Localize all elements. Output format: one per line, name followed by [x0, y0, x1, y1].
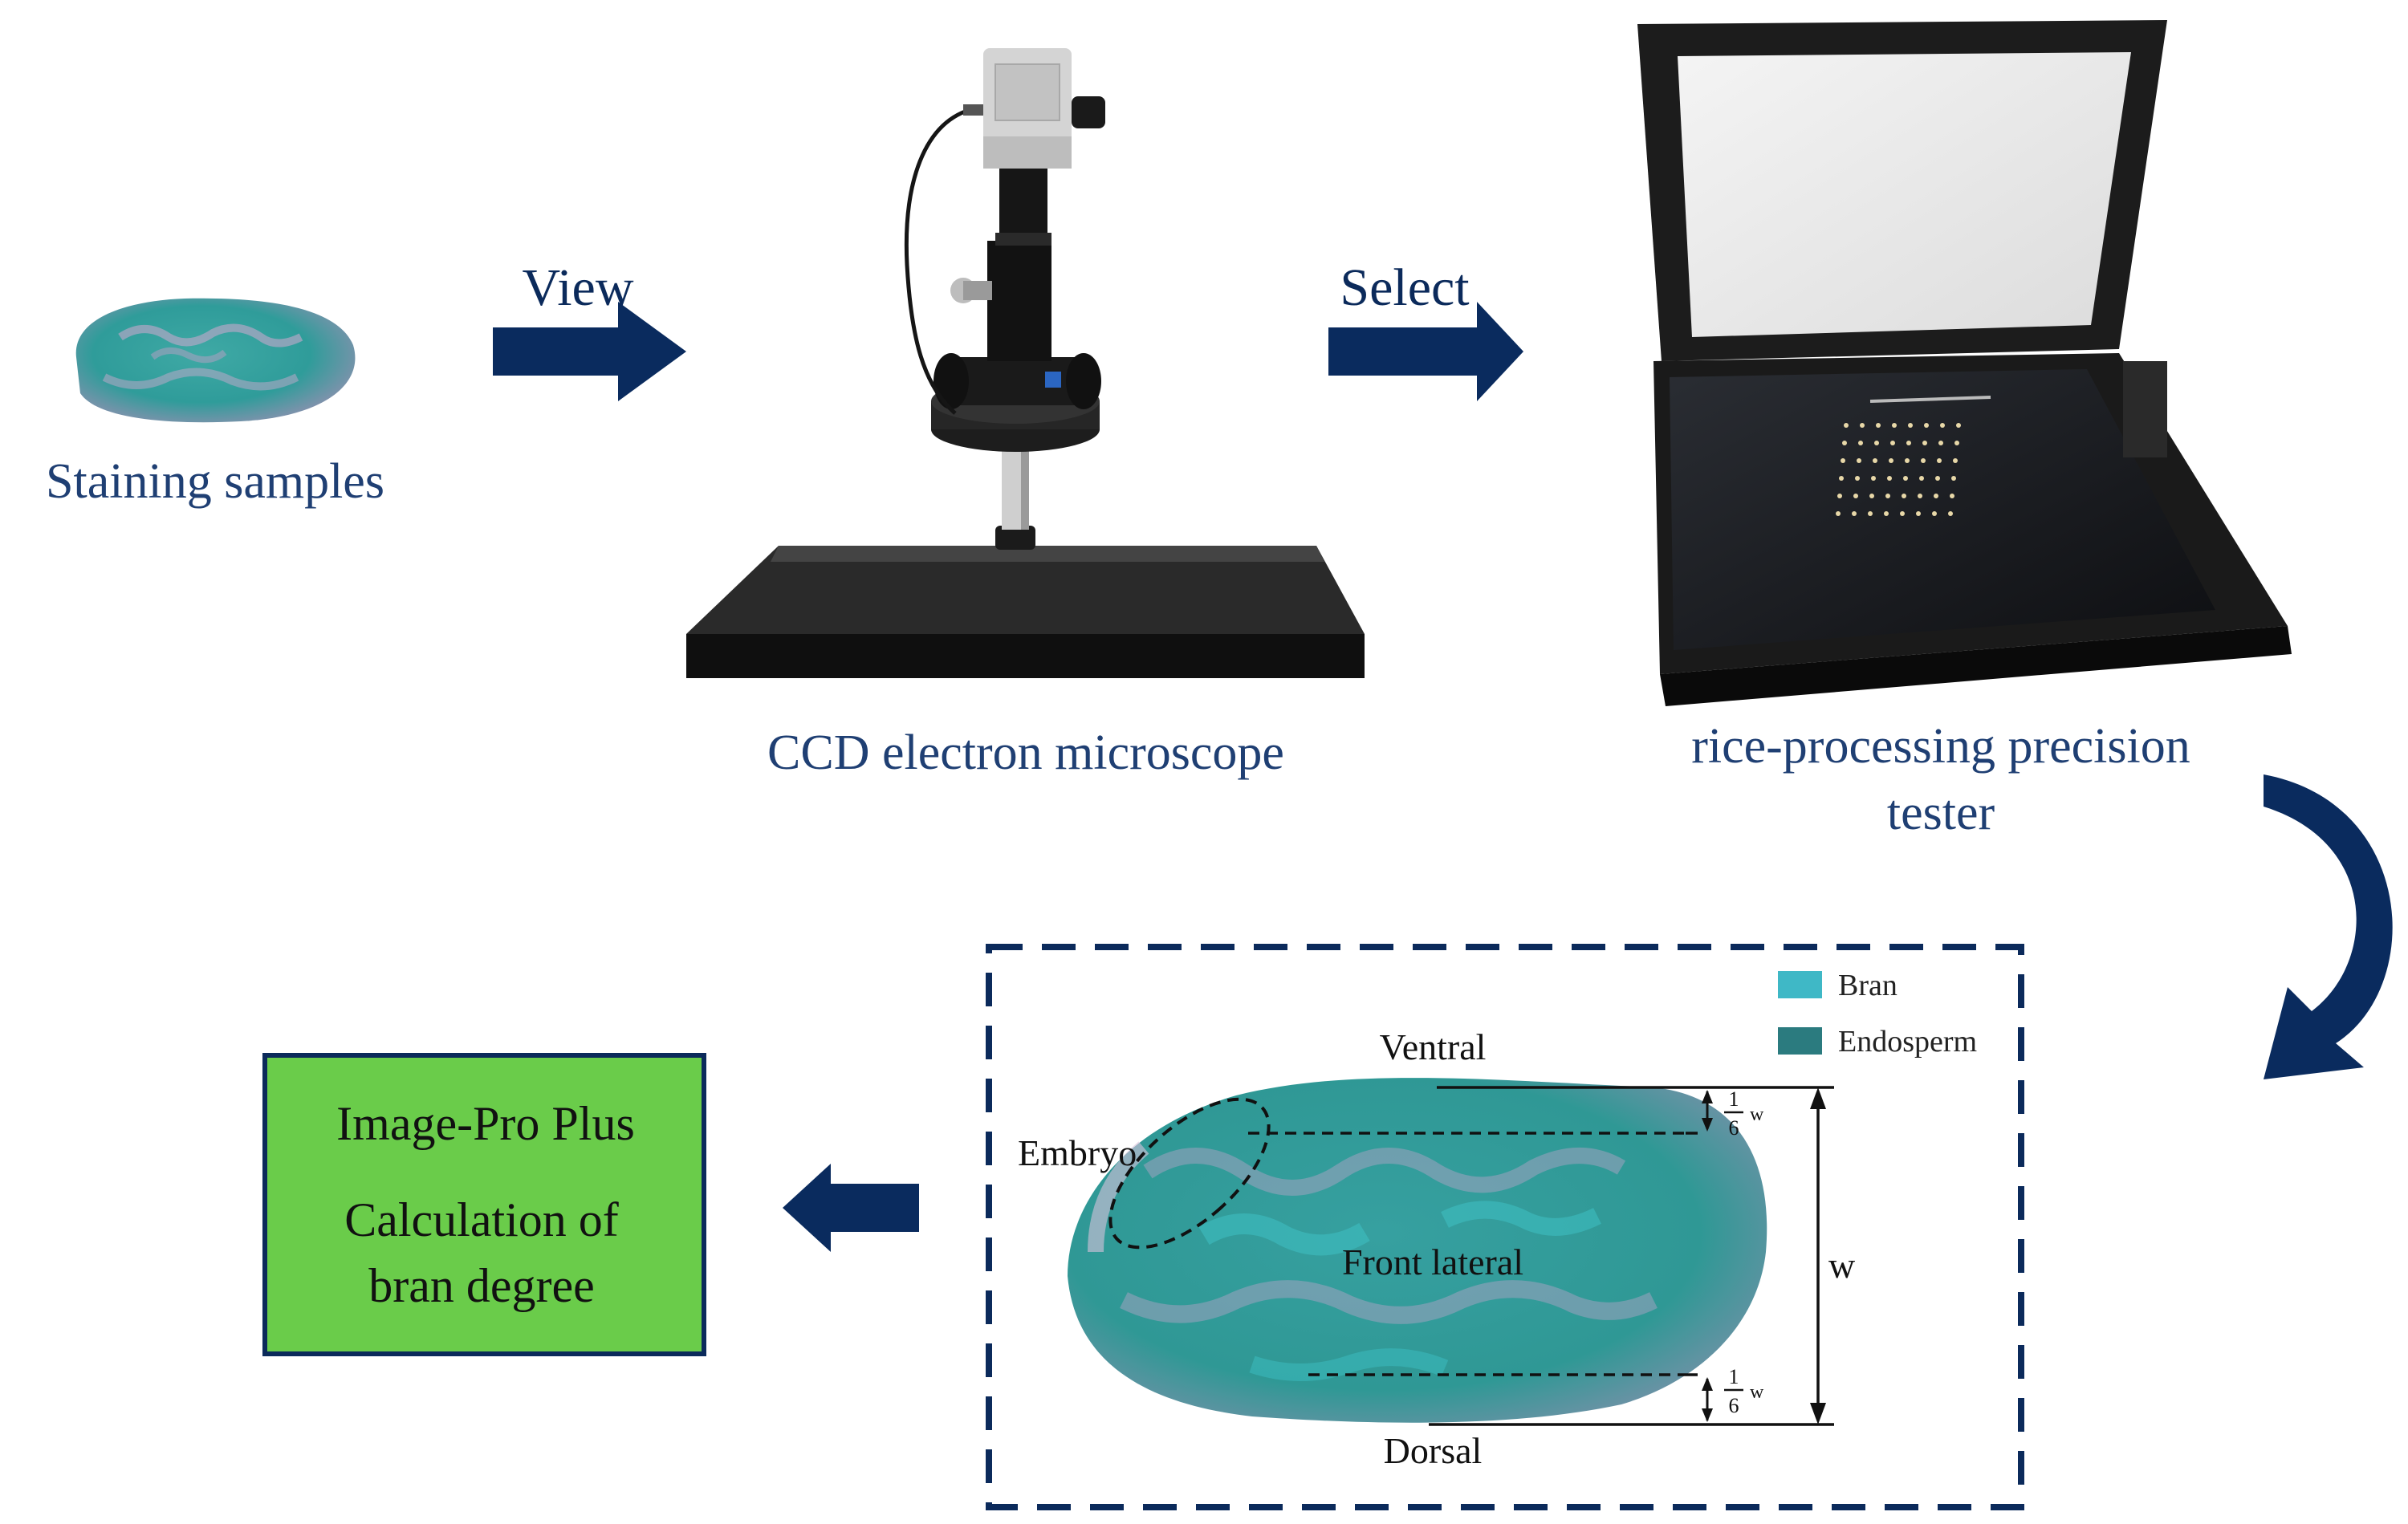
rice-grain-detail	[1068, 1078, 1767, 1423]
select-label: Select	[1340, 258, 1469, 317]
result-line1: Image-Pro Plus	[336, 1097, 635, 1150]
legend-endosperm-swatch	[1778, 1027, 1822, 1055]
bottom-fraction-suffix: w	[1750, 1382, 1764, 1403]
microscope-label: CCD electron microscope	[767, 725, 1284, 780]
scanner-icon	[1637, 20, 2292, 706]
bottom-sixth-dimension	[1702, 1377, 1713, 1422]
result-arrow	[783, 1164, 919, 1252]
legend-bran-swatch	[1778, 971, 1822, 998]
result-line3: bran degree	[368, 1259, 594, 1312]
result-box	[262, 1053, 706, 1356]
tester-label-line2: tester	[1887, 786, 1995, 840]
top-fraction-suffix: w	[1750, 1104, 1764, 1125]
staining-samples-label: Staining samples	[46, 454, 384, 509]
width-dimension	[1810, 1087, 1826, 1424]
tester-label-line1: rice-processing precision	[1691, 719, 2190, 774]
microscope-icon	[686, 48, 1365, 678]
curved-arrow	[2264, 774, 2393, 1079]
legend-bran-label: Bran	[1838, 969, 1898, 1002]
bottom-fraction-denominator: 6	[1729, 1394, 1739, 1417]
width-label: w	[1828, 1245, 1856, 1286]
view-label: View	[523, 258, 634, 317]
select-arrow	[1328, 302, 1523, 401]
result-line2: Calculation of	[344, 1193, 619, 1246]
bottom-fraction-numerator: 1	[1729, 1365, 1739, 1388]
sample-grid	[1836, 423, 1961, 516]
rice-grain-icon	[75, 298, 356, 423]
top-fraction-denominator: 6	[1729, 1116, 1739, 1140]
embryo-label: Embryo	[1018, 1132, 1137, 1173]
dorsal-label: Dorsal	[1384, 1430, 1483, 1471]
view-arrow	[493, 302, 686, 401]
front-lateral-label: Front lateral	[1342, 1242, 1523, 1282]
embryo-outline	[1108, 1097, 1271, 1250]
legend-endosperm-label: Endosperm	[1838, 1025, 1977, 1059]
top-sixth-dimension	[1702, 1090, 1713, 1132]
top-fraction-numerator: 1	[1729, 1087, 1739, 1111]
ventral-label: Ventral	[1380, 1026, 1487, 1067]
